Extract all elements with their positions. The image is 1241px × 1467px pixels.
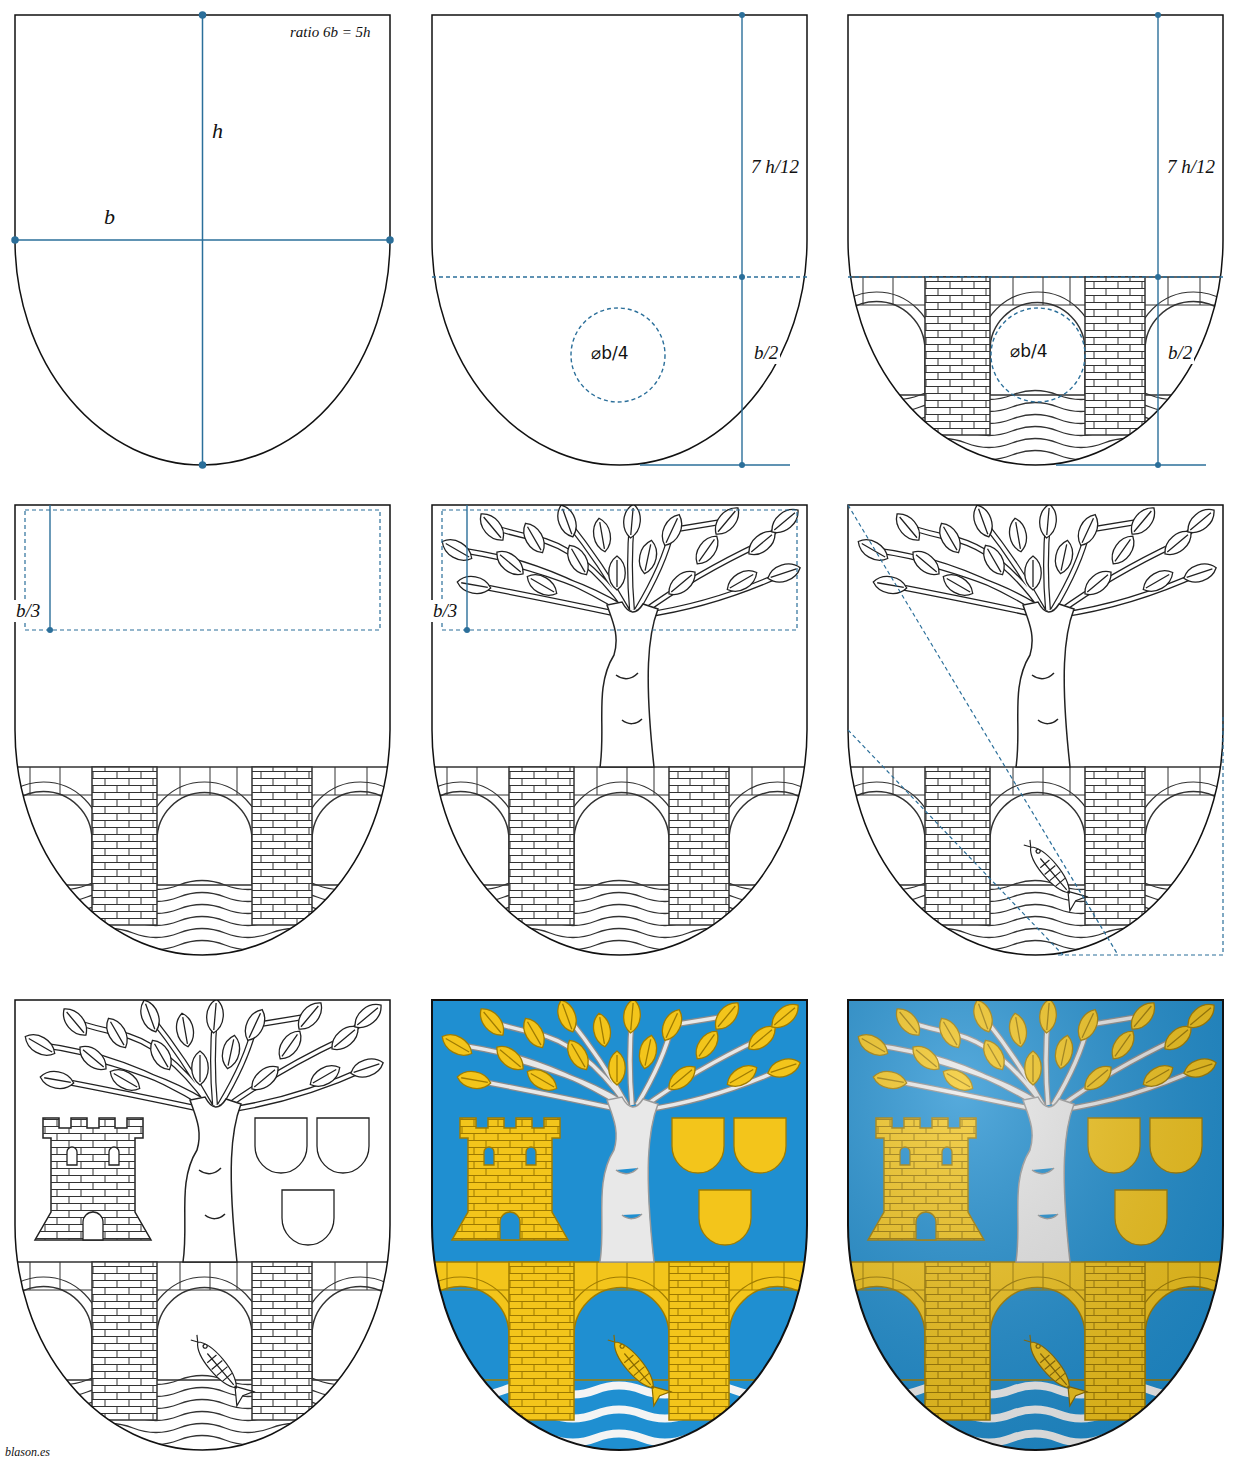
outline-arms-part <box>15 1000 390 1450</box>
dimension-label: b/2 <box>752 342 780 364</box>
shaded-arms-part-part <box>848 1000 1223 1450</box>
bridge-panel-part-part <box>0 767 419 950</box>
bridge-panel-part <box>47 627 53 633</box>
tree-panel-part <box>403 502 836 949</box>
tree-panel-part <box>432 505 807 955</box>
construction-panel-part-part <box>739 462 745 468</box>
bridge-panel-part <box>49 505 50 630</box>
bridge-panel-part <box>848 15 1223 465</box>
fish-panel-part-part <box>1018 835 1086 910</box>
fish-panel-part <box>848 505 1223 955</box>
construction-panel-part <box>15 15 390 465</box>
coloured-arms <box>403 997 836 1450</box>
dimension-label: b/3 <box>14 600 42 622</box>
construction-panel-part <box>739 12 745 468</box>
outline-arms-part <box>0 997 419 1444</box>
outline-arms-part-part <box>0 1262 419 1445</box>
coloured-arms-part <box>403 997 836 1442</box>
construction-panel <box>12 12 393 468</box>
bridge-panel-part <box>848 15 1223 465</box>
construction-panel-part-part <box>640 464 790 465</box>
tree-panel-part-part <box>403 767 836 950</box>
bridge-panel-part-part <box>1056 464 1206 465</box>
bridge-panel-part-part <box>1155 274 1161 280</box>
bridge-panel-part-part <box>848 276 1223 277</box>
bridge-panel-part <box>848 15 1223 465</box>
bridge-panel <box>0 505 419 955</box>
ratio-note: ratio 6b = 5h <box>288 24 373 41</box>
construction-panel-part-part <box>741 15 742 465</box>
shaded-arms-part <box>848 1000 1223 1450</box>
diameter-label: ⌀b/4 <box>1008 342 1050 362</box>
tree-panel-part <box>442 510 797 630</box>
construction-panel-part <box>12 12 393 468</box>
dimension-label: h <box>210 118 225 143</box>
outline-arms-part-part <box>35 1118 369 1245</box>
fish-panel-part-part <box>848 730 1063 955</box>
fish-panel-part-part <box>854 502 1219 767</box>
outline-arms <box>0 997 419 1450</box>
bridge-panel-part-part <box>1155 462 1161 468</box>
coloured-arms-part-part <box>602 1330 670 1405</box>
coloured-arms-part-part <box>403 1262 836 1443</box>
coloured-arms-part-part <box>438 997 803 1262</box>
bridge-panel-part <box>1155 12 1161 468</box>
bridge-panel-part-part <box>991 308 1085 402</box>
fish-panel-part <box>819 502 1241 949</box>
fish-panel-part-part <box>848 505 1118 955</box>
tree-panel-part-part <box>438 502 803 767</box>
shaded-arms-part <box>819 997 1241 1450</box>
construction-panel-part-part <box>387 237 393 243</box>
diameter-label: ⌀b/4 <box>589 344 631 364</box>
dimension-label: 7 h/12 <box>1165 156 1217 178</box>
bridge-panel-part-part <box>1157 15 1158 465</box>
construction-panel-part-part <box>739 274 745 280</box>
coloured-arms-part-part <box>452 1118 786 1245</box>
dimension-label: b/3 <box>431 600 459 622</box>
construction-panel-part <box>432 15 807 465</box>
bridge-panel-part <box>15 505 390 955</box>
fish-panel <box>819 502 1241 955</box>
construction-panel-part-part <box>571 308 665 402</box>
construction-panel-part-part <box>200 462 206 468</box>
bridge-panel <box>819 12 1241 468</box>
fish-panel-part <box>848 505 1223 955</box>
tree-panel-part <box>466 505 467 630</box>
tree-panel-part <box>464 627 470 633</box>
watermark: blason.es <box>3 1446 52 1460</box>
construction-panel-part-part <box>432 276 807 277</box>
bridge-panel-part-part <box>1155 12 1161 18</box>
shaded-arms <box>819 997 1241 1450</box>
coloured-arms-part <box>432 1000 807 1450</box>
construction-panel-part-part <box>739 12 745 18</box>
shaded-arms-part <box>848 1000 1223 1450</box>
construction-panel <box>432 12 807 468</box>
dimension-label: b/2 <box>1166 342 1194 364</box>
bridge-panel-part <box>0 767 419 950</box>
construction-panel-part-part <box>15 239 390 241</box>
bridge-panel-part <box>15 505 390 955</box>
construction-panel-part <box>432 15 807 465</box>
dimension-label: 7 h/12 <box>749 156 801 178</box>
construction-panel-part-part <box>200 12 206 18</box>
outline-arms-part-part <box>185 1330 253 1405</box>
tree-panel <box>403 502 836 955</box>
construction-panel-part-part <box>12 237 18 243</box>
fish-panel-part-part <box>1058 715 1223 955</box>
bridge-panel-part <box>25 510 380 630</box>
outline-arms-part-part <box>21 997 386 1262</box>
dimension-label: b <box>102 204 117 229</box>
